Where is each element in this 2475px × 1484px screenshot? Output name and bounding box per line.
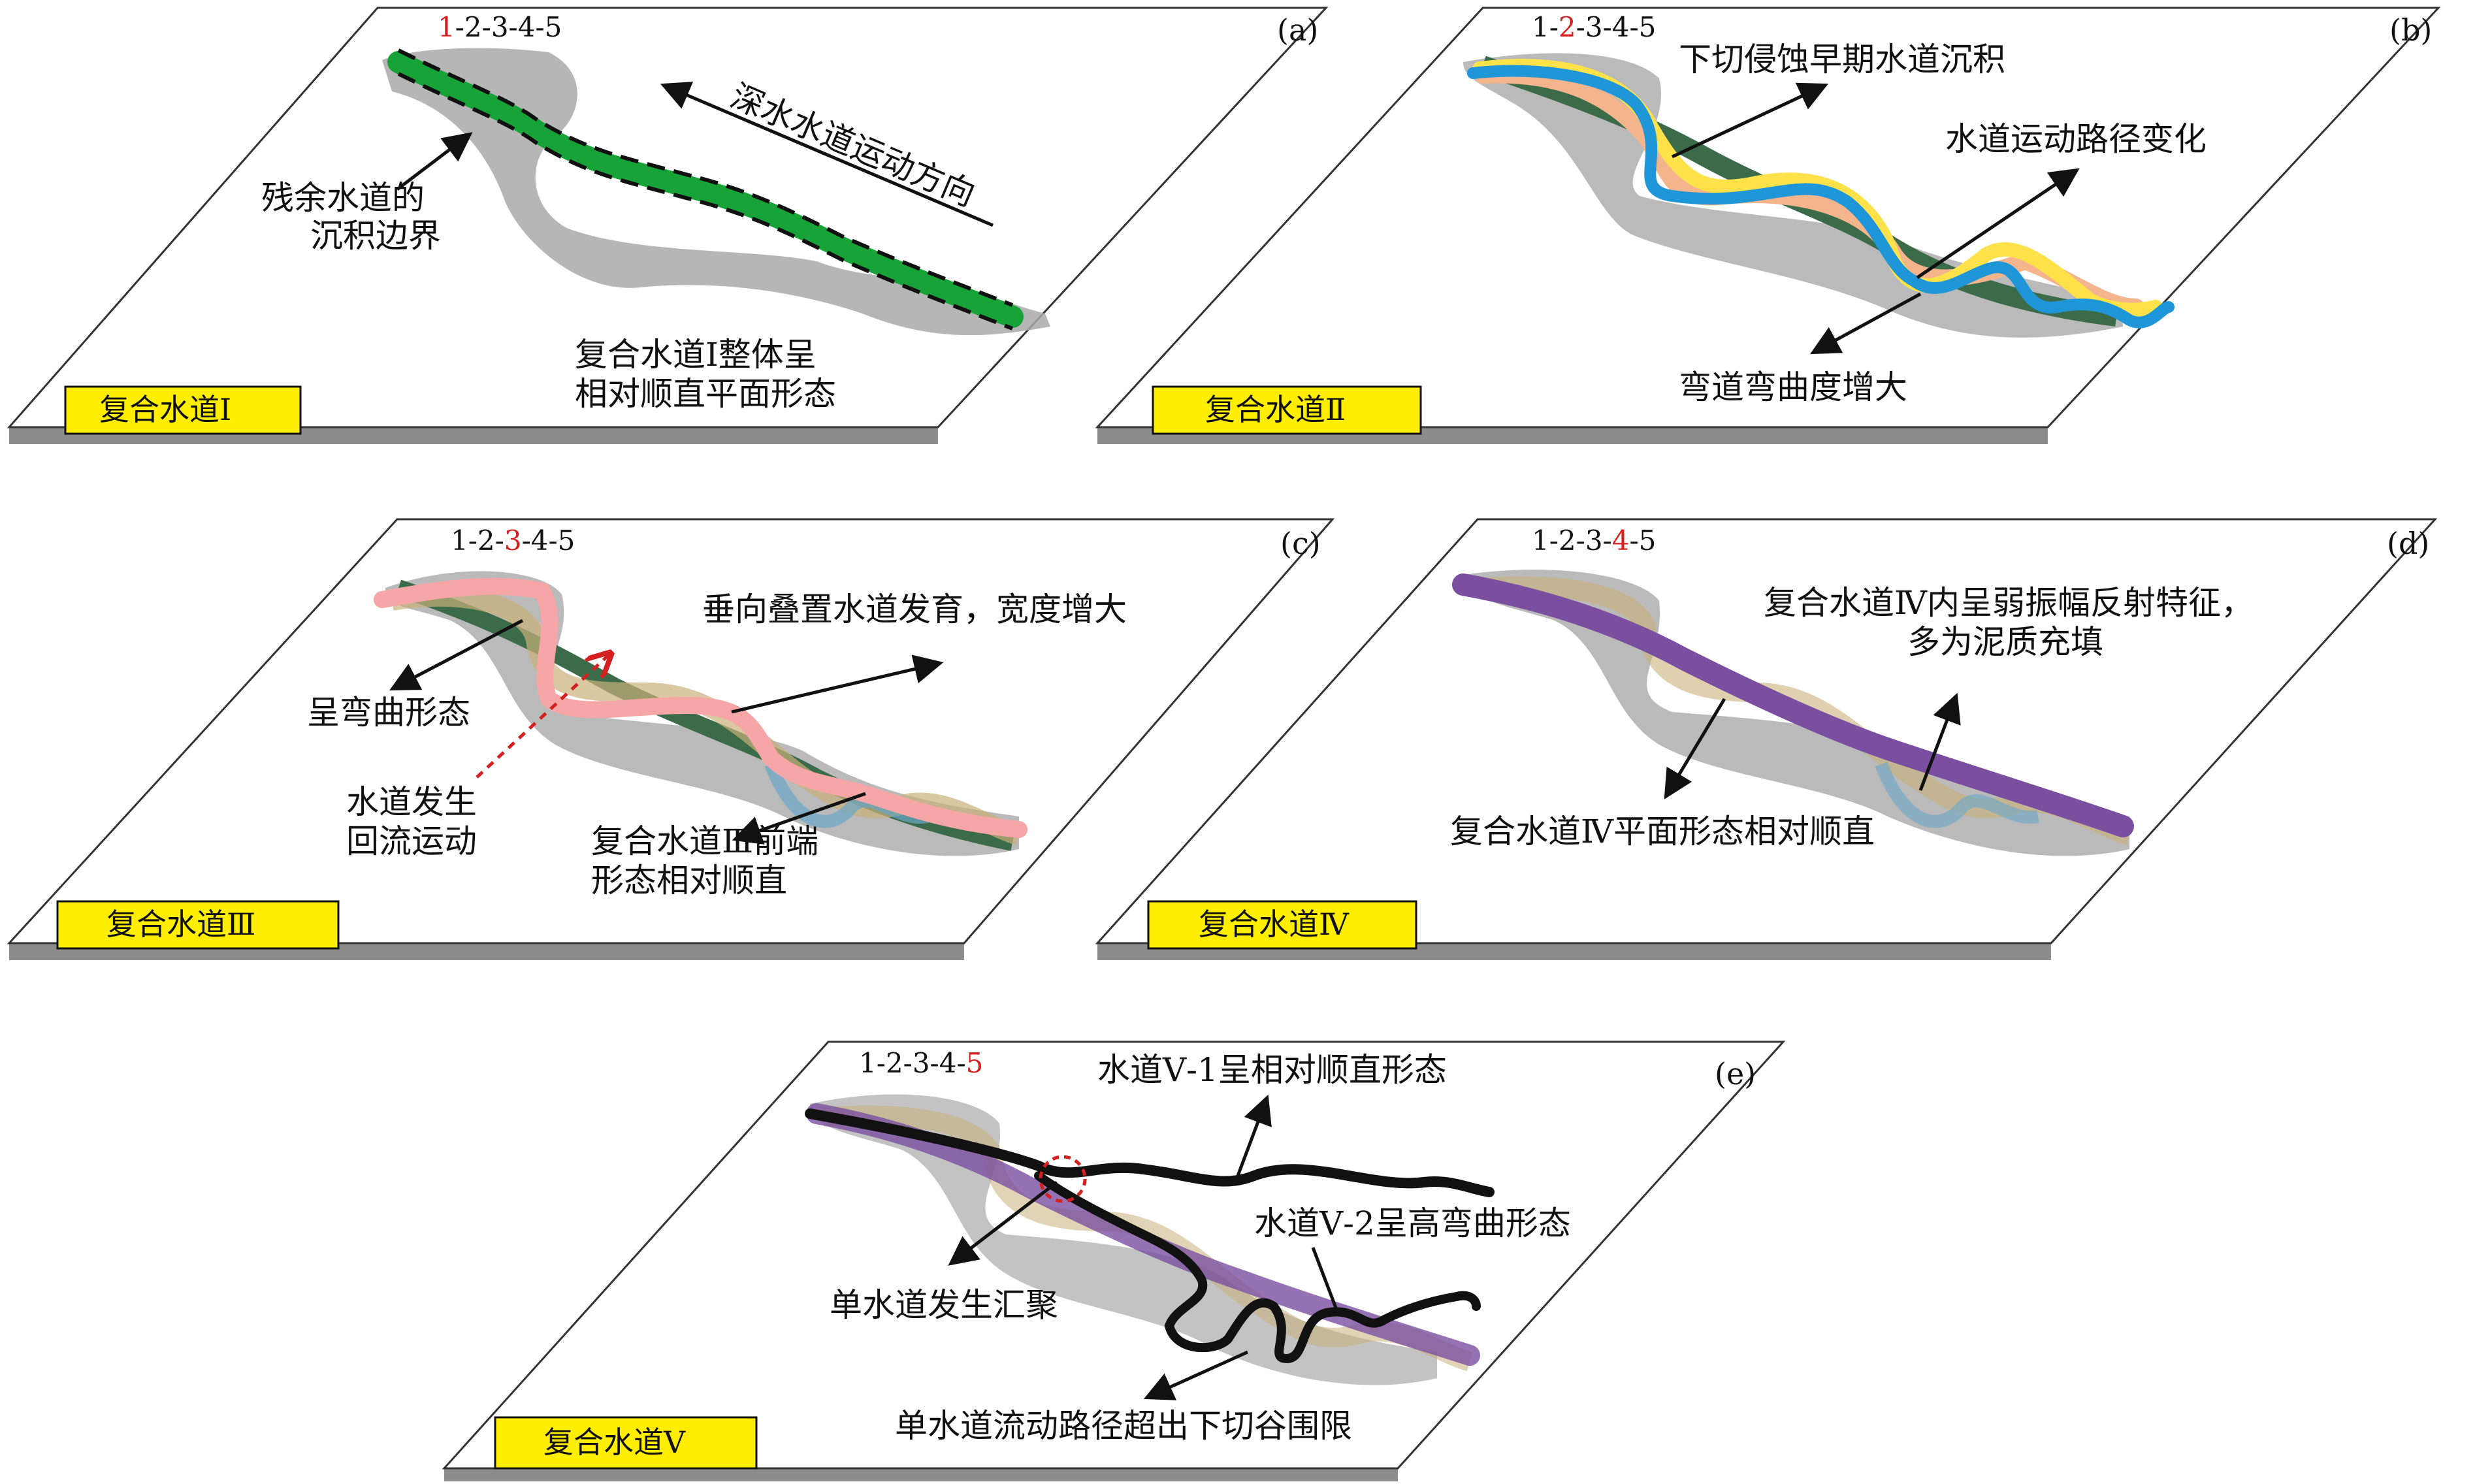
panel-a-label-boundary-2: 沉积边界 [310,217,441,255]
panel-e-tag-box [494,1416,758,1470]
panel-b-tag-box [1152,385,1422,435]
panel-d-channel-older [1475,576,2133,846]
panel-b-label-incision: 下切侵蚀早期水道沉积 [1679,40,2005,78]
panel-b-sequence: 1-2-3-4-5 [1532,11,1656,43]
panel-d-pointer-straight [1664,698,1726,799]
panel-c-pointer-backflow [476,653,611,779]
panel-e-label-v1: 水道Ⅴ-1呈相对顺直形态 [1097,1051,1447,1089]
panel-c-letter: (c) [1280,526,1321,561]
panel-a-boundary-pointer [396,132,473,191]
panel-c: 1-2-3-4-5 (c) 垂向叠置水道发育，宽度增大 呈弯曲形态 水道发生 回… [7,518,1335,960]
panel-e-letter: (e) [1715,1056,1756,1091]
panel-e-pointer-flow [1143,1350,1249,1400]
panel-a-channel [387,51,1024,328]
panel-d-label-straight: 复合水道Ⅳ平面形态相对顺直 [1450,813,1875,850]
panel-c-label-front-1: 复合水道Ⅲ前端 [591,822,818,860]
panel-b-label-path: 水道运动路径变化 [1945,120,2207,158]
panel-d-tag-box [1147,900,1417,950]
panel-a: 1-2-3-4-5 (a) 深水水道运动方向 残余水道的 沉积边界 复合水道Ⅰ整… [7,7,1329,444]
panel-d: 1-2-3-4-5 (d) 复合水道Ⅳ内呈弱振幅反射特征， 多为泥质充填 复合水… [1095,518,2438,960]
panel-a-label-boundary-1: 残余水道的 [261,179,425,217]
panel-d-channel-purple [1452,573,2134,837]
panel-b-letter: (b) [2389,12,2432,48]
panel-c-label-backflow-2: 回流运动 [346,822,477,860]
panel-a-letter: (a) [1277,12,1318,48]
panel-e-pointer-v2 [1311,1247,1340,1314]
panel-d-channel-blue-older [1875,762,2039,828]
panel-a-tag: 复合水道Ⅰ [99,392,231,427]
panel-d-label-reflection-2: 多为泥质充填 [1907,623,2103,661]
panel-c-pointer-front [732,792,866,845]
panel-c-label-backflow-1: 水道发生 [346,783,477,821]
panel-c-channel-pink [374,577,1027,838]
panel-a-label-form-1: 复合水道Ⅰ整体呈 [575,336,817,374]
panel-c-sequence: 1-2-3-4-5 [451,524,575,556]
panel-c-label-stacking: 垂向叠置水道发育，宽度增大 [702,590,1127,628]
panel-e-tag: 复合水道Ⅴ [543,1425,686,1460]
panel-e-label-v2: 水道Ⅴ-2呈高弯曲形态 [1254,1204,1571,1242]
panel-e-label-flow: 单水道流动路径超出下切谷围限 [895,1407,1352,1445]
panel-c-tag-box [56,900,340,950]
panel-a-direction-arrow [660,82,994,227]
panel-e-pointer-convergence [948,1181,1058,1266]
panel-a-label-form-2: 相对顺直平面形态 [575,375,836,413]
panel-b-pointer-path [1916,168,2080,280]
panel-e: 1-2-3-4-5 (e) 水道Ⅴ-1呈相对顺直形态 水道Ⅴ-2呈高弯曲形态 单… [442,1040,1786,1481]
panel-c-label-sinuous: 呈弯曲形态 [307,694,470,732]
panel-d-letter: (d) [2387,526,2429,561]
panel-a-deposit-boundary [382,48,1050,336]
panel-a-tag-box [64,385,302,435]
panel-c-pointer-sinuous [389,619,524,691]
panel-e-convergence-circle [1039,1155,1087,1203]
panel-b-tag: 复合水道Ⅱ [1205,392,1346,427]
panel-d-label-reflection-1: 复合水道Ⅳ内呈弱振幅反射特征， [1764,584,2254,622]
panel-b-channel-blue [1467,65,2175,329]
panel-e-pointer-v1 [1236,1094,1272,1176]
panel-a-channel-edge [397,48,1014,307]
panel-e-side [444,1468,1398,1481]
panel-e-channel-v2 [1034,1171,1481,1364]
panel-a-channel-edge-lower [397,72,1014,331]
panel-d-pointer-reflection [1918,692,1961,791]
panel-e-channel-v1 [805,1108,1495,1197]
panel-b-label-sinuosity: 弯道弯曲度增大 [1679,368,1907,406]
panel-c-pointer-stacking [731,654,944,714]
panel-b-pointer-incision [1671,82,1829,159]
panel-c-label-front-2: 形态相对顺直 [591,862,787,899]
panel-d-sequence: 1-2-3-4-5 [1532,524,1656,556]
panel-b: 1-2-3-4-5 (b) 下切侵蚀早期水道沉积 水道运动路径变化 弯道弯曲度增… [1095,7,2441,444]
panel-e-label-convergence: 单水道发生汇聚 [830,1286,1058,1324]
panel-c-tag: 复合水道Ⅲ [106,907,255,942]
panel-a-sequence: 1-2-3-4-5 [438,11,562,43]
panel-e-sequence: 1-2-3-4-5 [859,1047,983,1079]
panel-b-pointer-sinuosity [1810,292,1922,355]
panel-d-tag: 复合水道Ⅳ [1199,907,1350,942]
